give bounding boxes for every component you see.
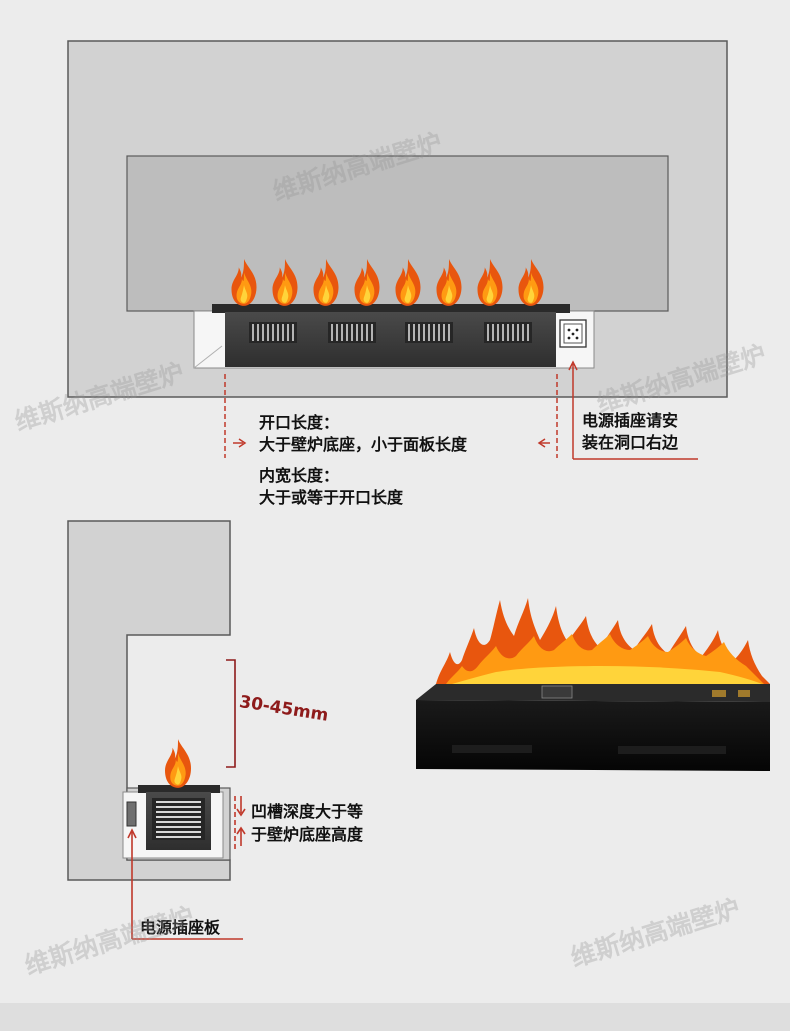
side-flame-icon [165,739,191,788]
socket-note-line2: 装在洞口右边 [582,433,679,452]
socket-board [126,801,137,827]
groove-note-line2: 于壁炉底座高度 [251,825,364,844]
footer-bar [0,1003,790,1031]
product-photo [416,598,770,771]
cavity-shading [193,345,223,369]
dimension-lines-side [127,659,246,940]
socket-note-line1: 电源插座请安 [582,411,679,430]
opening-length-label: 开口长度： [259,413,340,432]
fireplace-unit-side [138,785,220,850]
dimension-lines-top [224,360,698,460]
fireplace-unit-top [212,304,570,367]
inner-width-desc: 大于或等于开口长度 [259,488,404,507]
side-view [67,520,246,940]
vent-grille-1 [249,322,297,343]
photo-flames [436,598,770,684]
opening-length-desc: 大于壁炉底座，小于面板长度 [259,435,468,454]
inner-width-label: 内宽长度： [259,466,340,485]
power-socket-icon [559,319,587,348]
top-view [67,40,728,460]
groove-note-line1: 凹槽深度大于等 [251,802,364,821]
socket-board-label: 电源插座板 [140,918,221,937]
vent-grille-4 [484,322,532,343]
vent-grille-2 [328,322,376,343]
vent-grille-3 [405,322,453,343]
